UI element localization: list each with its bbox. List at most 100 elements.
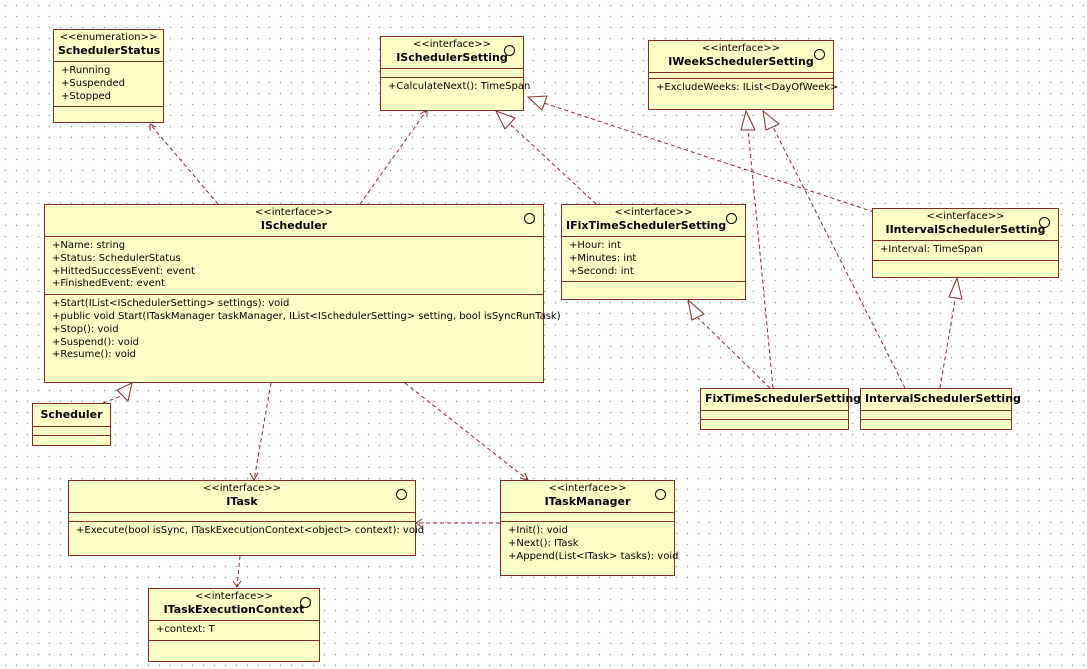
class-name: Scheduler: [40, 408, 103, 421]
class-header: <<enumeration>> SchedulerStatus: [54, 30, 163, 61]
attributes-section: [649, 72, 833, 78]
interface-circle-icon: [504, 45, 515, 56]
class-name: IntervalSchedulerSetting: [865, 392, 1021, 405]
class-name: FixTimeSchedulerSetting: [705, 392, 862, 405]
operation: +Execute(bool isSync, ITaskExecutionCont…: [76, 525, 425, 536]
operation: +Init(): void: [508, 525, 568, 536]
attribute: +Hour: int: [569, 240, 621, 251]
stereotype: <<interface>>: [701, 43, 781, 54]
class-name: IWeekSchedulerSetting: [668, 55, 814, 68]
realization-fixtime-to-ifixtime: [687, 298, 771, 389]
dependency-ischeduler-to-ischedulersetting: [359, 109, 428, 205]
operation: +Stop(): void: [52, 323, 119, 335]
attribute: +HittedSuccessEvent: event: [52, 265, 195, 277]
interface-circle-icon: [655, 489, 666, 500]
dependency-ischeduler-to-schedulerstatus: [149, 123, 219, 205]
stereotype: <<interface>>: [254, 207, 334, 218]
attributes-section: +Running +Suspended +Stopped: [54, 61, 163, 106]
class-name: SchedulerStatus: [58, 44, 161, 57]
operations-section: [562, 281, 745, 290]
interface-circle-icon: [300, 597, 311, 608]
operations-section: +Init(): void +Next(): ITask +Append(Lis…: [501, 521, 678, 566]
attribute: +Second: int: [569, 265, 634, 277]
operations-section: [33, 435, 110, 443]
stereotype: <<interface>>: [194, 591, 274, 602]
operations-section: +CalculateNext(): TimeSpan: [381, 77, 531, 97]
dependency-itask-to-itaskexecutioncontext: [232, 555, 242, 588]
class-interval-scheduler-setting[interactable]: IntervalSchedulerSetting: [860, 388, 1021, 430]
class-ischeduler-setting[interactable]: <<interface>> ISchedulerSetting +Calcula…: [380, 36, 531, 111]
attributes-section: +Interval: TimeSpan: [873, 240, 1058, 260]
stereotype: <<interface>>: [926, 211, 1005, 222]
operations-section: [873, 259, 1058, 269]
class-itask-manager[interactable]: <<interface>> ITaskManager +Init(): void…: [500, 480, 678, 576]
class-header: <<interface>> IWeekSchedulerSetting: [649, 41, 833, 72]
operations-section: [701, 419, 848, 427]
operations-section: [149, 639, 319, 649]
class-itask-execution-context[interactable]: <<interface>> ITaskExecutionContext +con…: [148, 588, 320, 662]
interface-circle-icon: [396, 489, 407, 500]
class-header: <<interface>> ISchedulerSetting: [381, 37, 523, 68]
operation: +Suspend(): void: [52, 336, 139, 348]
attributes-section: +Name: string +Status: SchedulerStatus +…: [45, 236, 543, 294]
class-iinterval-scheduler-setting[interactable]: <<interface>> IIntervalSchedulerSetting …: [872, 208, 1059, 278]
attribute: +Name: string: [52, 240, 126, 251]
class-name: ITask: [226, 495, 258, 508]
operation: +CalculateNext(): TimeSpan: [388, 81, 531, 92]
operations-section: +Execute(bool isSync, ITaskExecutionCont…: [69, 521, 425, 541]
stereotype: <<interface>>: [202, 483, 282, 494]
class-itask[interactable]: <<interface>> ITask +Execute(bool isSync…: [68, 480, 425, 556]
class-header: <<interface>> ITaskManager: [501, 481, 674, 512]
class-header: Scheduler: [33, 404, 110, 426]
stereotype: <<enumeration>>: [59, 32, 158, 43]
operations-section: +ExcludeWeeks: IList<DayOfWeek>: [649, 78, 838, 98]
attributes-section: [69, 512, 415, 521]
enum-literal: +Stopped: [61, 90, 111, 102]
attribute: +FinishedEvent: event: [52, 278, 166, 290]
attributes-section: [861, 410, 1011, 419]
realization-iinterval-to-ischedulersetting: [526, 95, 875, 213]
operation: +public void Start(ITaskManager taskMana…: [52, 310, 561, 322]
class-name: IFixTimeSchedulerSetting: [566, 219, 727, 232]
operation: +Start(IList<ISchedulerSetting> settings…: [52, 298, 290, 310]
class-iweek-scheduler-setting[interactable]: <<interface>> IWeekSchedulerSetting +Exc…: [648, 40, 838, 110]
dependency-ischeduler-to-itask: [249, 382, 272, 482]
attributes-section: [381, 68, 523, 77]
class-name: IScheduler: [260, 219, 328, 232]
operation: +Resume(): void: [52, 349, 136, 361]
class-fix-time-scheduler-setting[interactable]: FixTimeSchedulerSetting: [700, 388, 862, 430]
class-scheduler-status[interactable]: <<enumeration>> SchedulerStatus +Running…: [53, 29, 164, 123]
attributes-section: [701, 410, 848, 419]
class-ischeduler[interactable]: <<interface>> IScheduler +Name: string +…: [44, 204, 561, 383]
class-header: IntervalSchedulerSetting: [861, 389, 1021, 410]
realization-ifixtime-to-ischedulersetting: [494, 110, 597, 205]
class-header: <<interface>> IScheduler: [45, 205, 543, 236]
attribute: +Interval: TimeSpan: [880, 244, 983, 255]
class-scheduler[interactable]: Scheduler: [32, 403, 111, 446]
attributes-section: [501, 512, 674, 521]
class-header: <<interface>> IIntervalSchedulerSetting: [873, 209, 1058, 240]
class-name: ISchedulerSetting: [396, 51, 508, 64]
dependency-ischeduler-to-itaskmanager: [404, 382, 529, 481]
operations-section: [861, 419, 1011, 427]
interface-circle-icon: [524, 213, 535, 224]
operations-section: +Start(IList<ISchedulerSetting> settings…: [45, 294, 561, 365]
class-name: ITaskManager: [544, 495, 631, 508]
class-name: IIntervalSchedulerSetting: [885, 223, 1046, 236]
interface-circle-icon: [814, 49, 825, 60]
operations-section: [54, 106, 163, 115]
attributes-section: [33, 426, 110, 435]
interface-circle-icon: [726, 213, 737, 224]
dependency-itaskmanager-to-itask: [415, 518, 500, 528]
realization-interval-to-iinterval: [939, 276, 963, 389]
class-header: <<interface>> IFixTimeSchedulerSetting: [562, 205, 745, 236]
class-ifix-time-scheduler-setting[interactable]: <<interface>> IFixTimeSchedulerSetting +…: [561, 204, 746, 300]
attributes-section: +context: T: [149, 620, 319, 640]
realization-scheduler-to-ischeduler: [102, 382, 133, 404]
attribute: +Status: SchedulerStatus: [52, 252, 181, 264]
attribute: +Minutes: int: [569, 252, 637, 264]
enum-literal: +Suspended: [61, 77, 125, 89]
class-header: FixTimeSchedulerSetting: [701, 389, 862, 410]
stereotype: <<interface>>: [614, 207, 693, 218]
